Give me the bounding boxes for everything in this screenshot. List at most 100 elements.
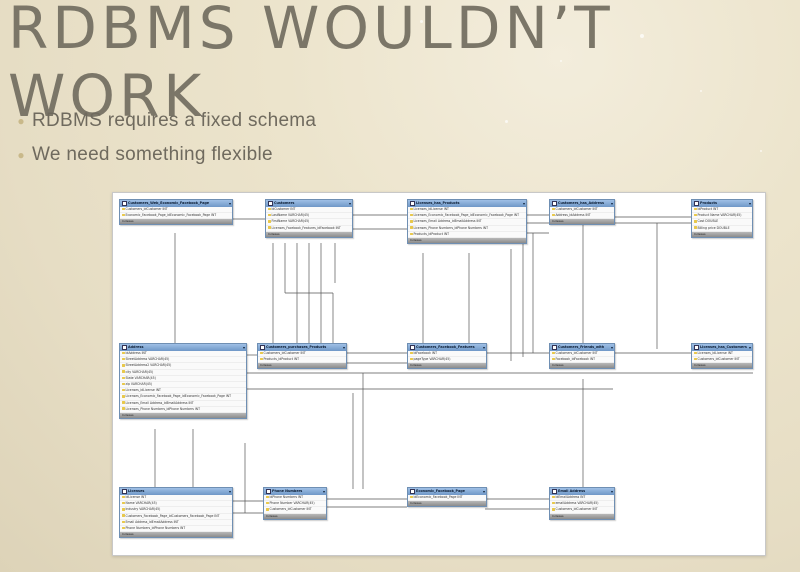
key-icon bbox=[122, 401, 125, 404]
entity-table-header[interactable]: Licenses_has_Customers▾ bbox=[692, 344, 752, 351]
column-row: Licenses_idLicense INT bbox=[408, 207, 526, 214]
entity-table[interactable]: Customers_purchases_Products▾Customers_i… bbox=[257, 343, 347, 370]
entity-table[interactable]: Customers_Facebook_Features▾idFacebook I… bbox=[407, 343, 487, 370]
indexes-footer[interactable]: Indexes bbox=[692, 231, 752, 237]
key-icon bbox=[552, 508, 555, 511]
key-icon bbox=[410, 495, 413, 499]
column-row: Licenses_Email Address_idEmailAddress IN… bbox=[408, 219, 526, 226]
entity-table-name: Address bbox=[128, 345, 144, 349]
key-icon bbox=[266, 508, 269, 511]
chevron-down-icon[interactable]: ▾ bbox=[748, 201, 751, 206]
chevron-down-icon[interactable]: ▾ bbox=[342, 345, 345, 350]
indexes-footer[interactable]: Indexes bbox=[550, 513, 614, 519]
chevron-down-icon[interactable]: ▾ bbox=[322, 489, 325, 494]
column-name: Licenses_Email Address_idEmailAddress IN… bbox=[413, 219, 482, 224]
indexes-footer[interactable]: Indexes bbox=[264, 513, 326, 519]
column-row: Products_idProduct INT bbox=[408, 232, 526, 238]
column-row: idCustomer INT bbox=[266, 207, 352, 214]
entity-table[interactable]: Customers_Web_Economic_Facebook_Page▾Cus… bbox=[119, 199, 233, 226]
column-row: Cost DOUBLE bbox=[692, 219, 752, 226]
chevron-down-icon[interactable]: ▾ bbox=[610, 489, 613, 494]
indexes-footer[interactable]: Indexes bbox=[408, 363, 486, 369]
chevron-down-icon[interactable]: ▾ bbox=[228, 489, 231, 494]
bullet-text: RDBMS requires a fixed schema bbox=[32, 110, 317, 131]
column-row: Email Address_idEmailAddress INT bbox=[120, 520, 232, 526]
chevron-down-icon[interactable]: ▾ bbox=[242, 345, 245, 350]
indexes-footer[interactable]: Indexes bbox=[692, 363, 752, 369]
chevron-down-icon[interactable]: ▾ bbox=[482, 345, 485, 350]
key-icon bbox=[260, 357, 263, 361]
key-icon bbox=[694, 226, 697, 229]
entity-table-header[interactable]: Licenses ▾ bbox=[120, 488, 232, 495]
entity-table-header[interactable]: Customers▾ bbox=[266, 200, 352, 207]
chevron-down-icon[interactable]: ▾ bbox=[522, 201, 525, 206]
key-icon bbox=[410, 207, 413, 211]
column-row: Licenses_idLicense INT bbox=[120, 388, 246, 395]
chevron-down-icon[interactable]: ▾ bbox=[748, 345, 751, 350]
entity-table[interactable]: Economic_Facebook_Page▾idEconomic_Facebo… bbox=[407, 487, 487, 508]
column-name: Products_idProduct INT bbox=[413, 231, 450, 236]
column-name: Phone Numbers_idPhone Numbers INT bbox=[125, 525, 186, 530]
entity-table[interactable]: Customers_has_Address▾Customers_idCustom… bbox=[549, 199, 615, 226]
entity-table-header[interactable]: Customers_has_Address▾ bbox=[550, 200, 614, 207]
key-icon bbox=[122, 207, 125, 211]
entity-table-header[interactable]: Economic_Facebook_Page▾ bbox=[408, 488, 486, 495]
chevron-down-icon[interactable]: ▾ bbox=[482, 489, 485, 494]
sparkle bbox=[700, 90, 702, 92]
chevron-down-icon[interactable]: ▾ bbox=[228, 201, 231, 206]
entity-table-header[interactable]: Products ▾ bbox=[692, 200, 752, 207]
entity-table-name: Products bbox=[700, 201, 717, 205]
entity-table-header[interactable]: Email Address▾ bbox=[550, 488, 614, 495]
table-icon bbox=[552, 488, 557, 494]
entity-table-header[interactable]: Address ▾ bbox=[120, 344, 246, 351]
key-icon bbox=[260, 351, 263, 355]
entity-table-name: Licenses bbox=[128, 489, 145, 493]
chevron-down-icon[interactable]: ▾ bbox=[348, 201, 351, 206]
column-row: Customers_idCustomer INT bbox=[550, 351, 614, 358]
entity-table-header[interactable]: Customers_purchases_Products▾ bbox=[258, 344, 346, 351]
indexes-footer[interactable]: Indexes bbox=[120, 412, 246, 418]
entity-table-header[interactable]: Phone Numbers▾ bbox=[264, 488, 326, 495]
sparkle bbox=[560, 60, 562, 62]
key-icon bbox=[122, 370, 125, 373]
entity-table[interactable]: Licenses_has_Customers▾Licenses_idLicens… bbox=[691, 343, 753, 370]
entity-table-header[interactable]: Customers_Facebook_Features▾ bbox=[408, 344, 486, 351]
key-icon bbox=[268, 213, 271, 217]
column-row: Licenses_Email Address_idEmailAddress IN… bbox=[120, 401, 246, 407]
column-row: Licenses_Economic_Facebook_Page_idEconom… bbox=[408, 213, 526, 220]
indexes-footer[interactable]: Indexes bbox=[266, 231, 352, 237]
column-name: zip VARCHAR(45) bbox=[125, 381, 153, 386]
key-icon bbox=[122, 508, 125, 511]
bullet-text: We need something flexible bbox=[32, 144, 273, 165]
entity-table-header[interactable]: Customers_Friends_with▾ bbox=[550, 344, 614, 351]
entity-table[interactable]: Licenses_has_Products ▾Licenses_idLicense… bbox=[407, 199, 527, 244]
column-row: Phone Numbers_idPhone Numbers INT bbox=[120, 525, 232, 533]
column-name: State VARCHAR(45) bbox=[125, 375, 156, 380]
entity-table-header[interactable]: Licenses_has_Products ▾ bbox=[408, 200, 526, 207]
chevron-down-icon[interactable]: ▾ bbox=[610, 201, 613, 206]
column-name: idEmailAddress INT bbox=[555, 495, 586, 499]
entity-table-header[interactable]: Customers_Web_Economic_Facebook_Page▾ bbox=[120, 200, 232, 207]
indexes-footer[interactable]: Indexes bbox=[258, 363, 346, 369]
column-row: idProduct INT bbox=[692, 207, 752, 214]
indexes-footer[interactable]: Indexes bbox=[550, 363, 614, 369]
entity-table[interactable]: Customers_Friends_with▾Customers_idCusto… bbox=[549, 343, 615, 370]
indexes-footer[interactable]: Indexes bbox=[120, 219, 232, 225]
column-name: pageType VARCHAR(45) bbox=[413, 357, 451, 362]
bullet-item: ● We need something flexible bbox=[10, 138, 316, 172]
column-row: Licenses_Phone Numbers_idPhone Numbers I… bbox=[120, 407, 246, 413]
indexes-footer[interactable]: Indexes bbox=[120, 532, 232, 538]
indexes-footer[interactable]: Indexes bbox=[408, 237, 526, 243]
column-name: Phone Number VARCHAR(45) bbox=[269, 501, 315, 506]
chevron-down-icon[interactable]: ▾ bbox=[610, 345, 613, 350]
entity-table-name: Licenses_has_Products bbox=[416, 201, 460, 205]
key-icon bbox=[122, 526, 125, 530]
indexes-footer[interactable]: Indexes bbox=[408, 501, 486, 507]
indexes-footer[interactable]: Indexes bbox=[550, 219, 614, 225]
